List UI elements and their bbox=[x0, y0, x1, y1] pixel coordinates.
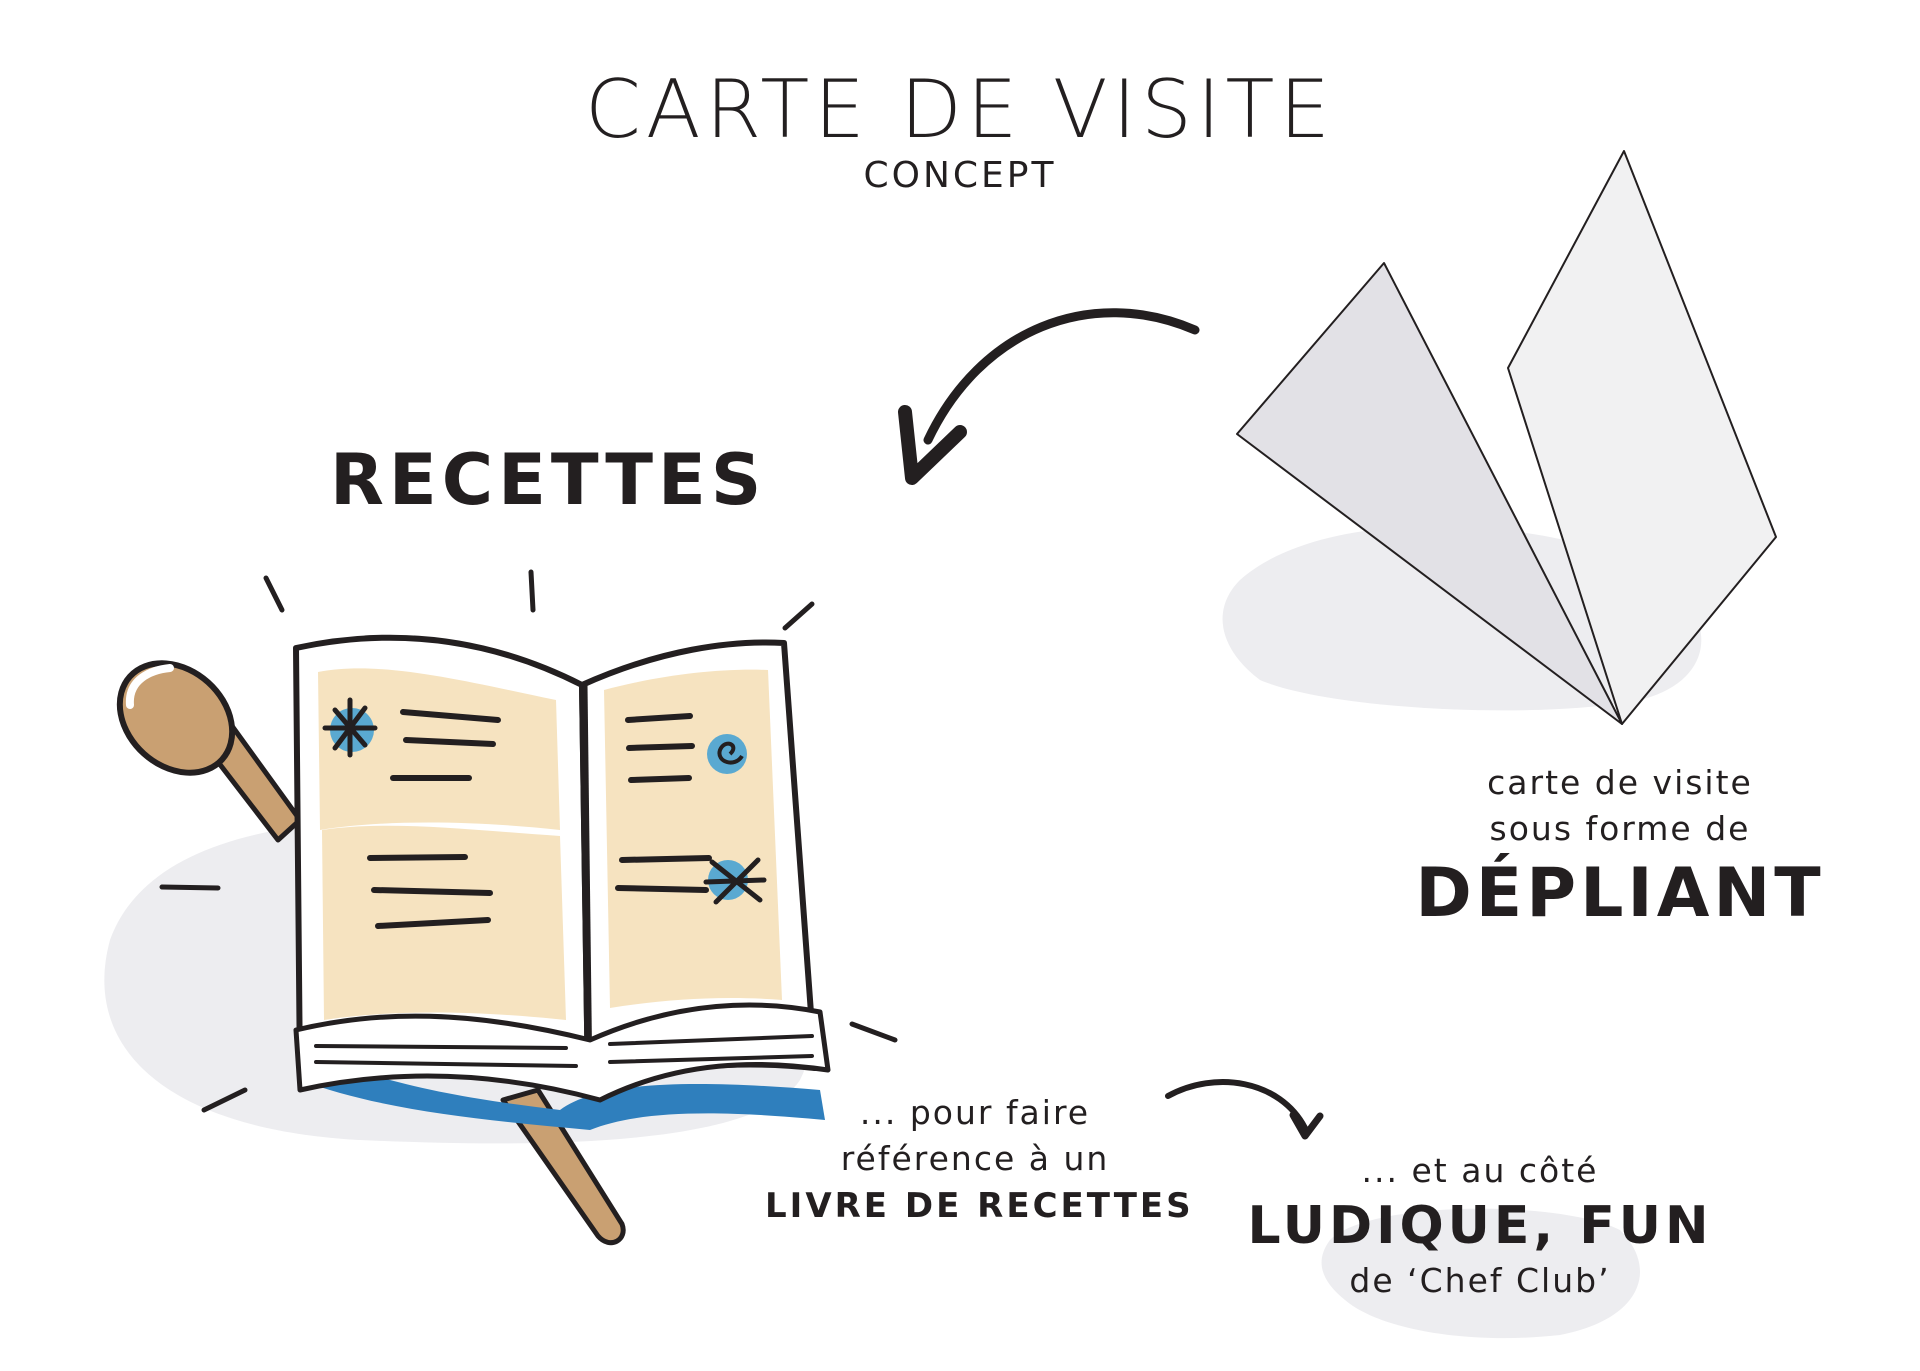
curved-arrow-icon bbox=[898, 308, 1200, 485]
livre-emphasis: LIVRE DE RECETTES bbox=[765, 1186, 1194, 1226]
page-subtitle: CONCEPT bbox=[863, 155, 1057, 196]
fold-front-panel bbox=[1507, 150, 1777, 725]
ludique-line-3: de ‘Chef Club’ bbox=[1349, 1261, 1611, 1300]
page-title: CARTE DE VISITE bbox=[585, 63, 1335, 156]
curved-arrow-small-icon bbox=[1165, 1079, 1324, 1140]
livre-line-2: référence à un bbox=[840, 1139, 1110, 1178]
ludique-emphasis: LUDIQUE, FUN bbox=[1247, 1196, 1713, 1256]
burst-lines bbox=[159, 569, 898, 1113]
depliant-line-1: carte de visite bbox=[1487, 763, 1753, 802]
ludique-shadow bbox=[1321, 1208, 1640, 1339]
depliant-caption: carte de visite sous forme de DÉPLIANT bbox=[1390, 760, 1850, 936]
recipe-book-icon bbox=[116, 569, 898, 1246]
ludique-caption: ... et au côté LUDIQUE, FUN de ‘Chef Clu… bbox=[1245, 1148, 1715, 1304]
livre-line-1: ... pour faire bbox=[859, 1093, 1091, 1132]
folded-card-icon bbox=[1236, 150, 1777, 725]
ludique-line-1: ... et au côté bbox=[1361, 1151, 1599, 1190]
livre-caption: ... pour faire référence à un LIVRE DE R… bbox=[765, 1090, 1194, 1230]
recettes-heading: RECETTES bbox=[330, 439, 767, 521]
depliant-emphasis: DÉPLIANT bbox=[1415, 854, 1825, 933]
depliant-line-2: sous forme de bbox=[1489, 809, 1751, 848]
fold-back-panel bbox=[1236, 262, 1623, 725]
